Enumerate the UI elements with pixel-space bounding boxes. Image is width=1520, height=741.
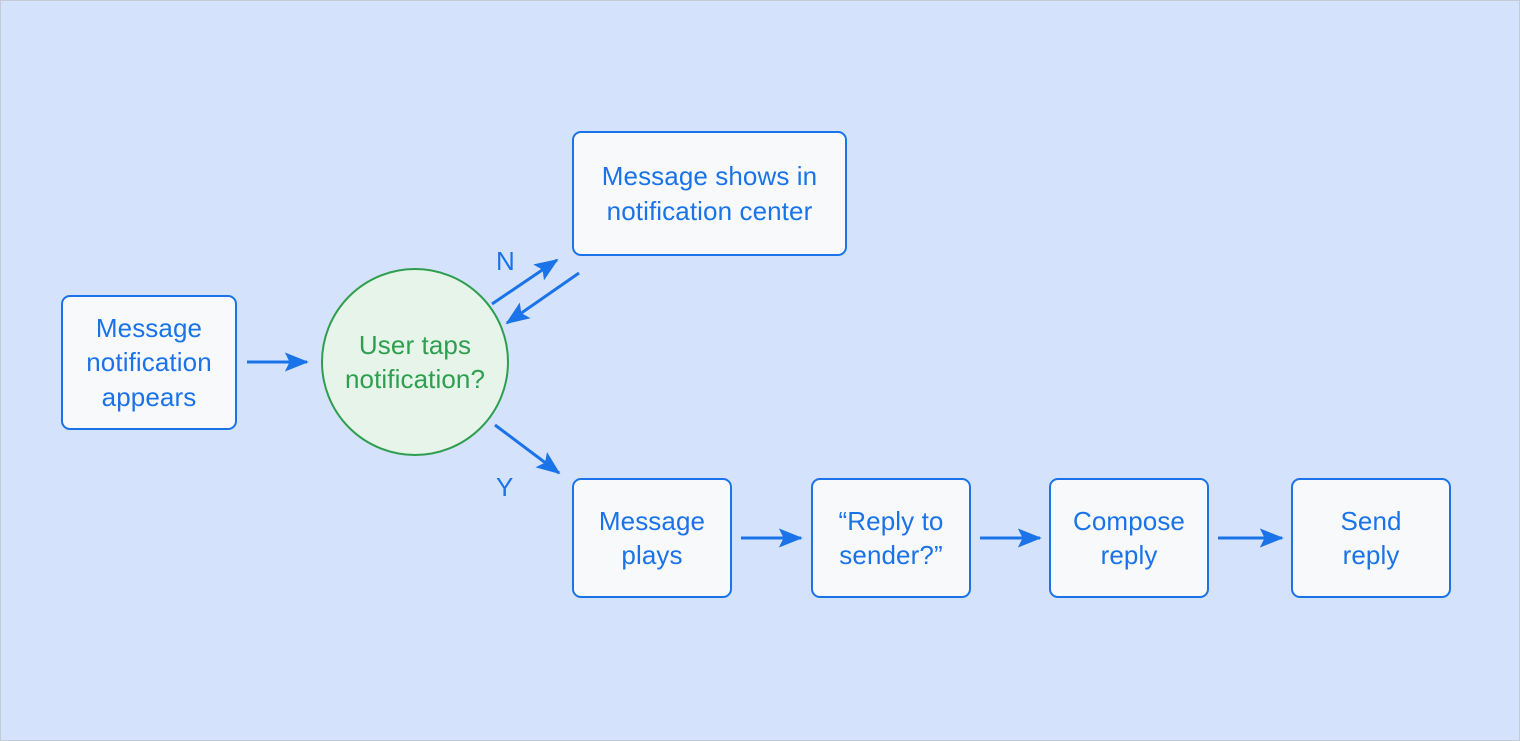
edge-decision-to-message-plays	[494, 423, 561, 475]
node-message-notification-appears[interactable]: Message notification appears	[61, 295, 237, 430]
node-user-taps-notification[interactable]: User taps notification?	[321, 268, 509, 456]
branch-label-y: Y	[496, 472, 514, 502]
node-send-reply[interactable]: Send reply	[1291, 478, 1451, 598]
branch-label-n: N	[496, 246, 515, 276]
node-message-shows-in-notification-center[interactable]: Message shows in notification center	[572, 131, 847, 256]
node-compose-reply[interactable]: Compose reply	[1049, 478, 1209, 598]
node-message-plays[interactable]: Message plays	[572, 478, 732, 598]
node-reply-to-sender[interactable]: “Reply to sender?”	[811, 478, 971, 598]
edge-notification-center-to-decision	[505, 271, 580, 325]
